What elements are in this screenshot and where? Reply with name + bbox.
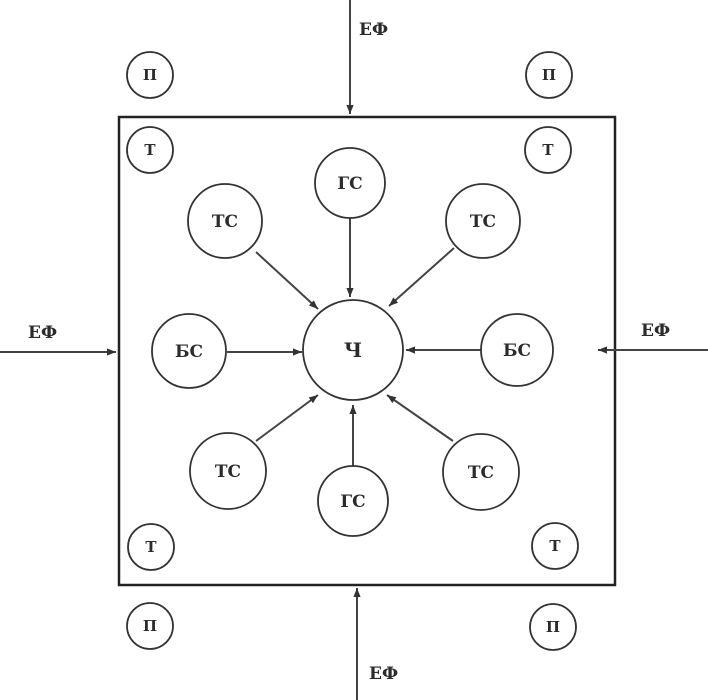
t-bottom-left-label: Т: [145, 538, 157, 556]
bs-right-node: БС: [480, 313, 554, 387]
t-bottom-right-node: Т: [531, 522, 579, 570]
p-top-left-label: П: [143, 66, 157, 84]
arrow-ts-top-left: [255, 251, 319, 310]
p-bottom-left-label: П: [143, 617, 157, 635]
bs-right-label: БС: [503, 341, 531, 361]
ts-bottom-right-label: ТС: [468, 463, 494, 483]
ts-bottom-right-node: ТС: [442, 433, 520, 511]
ts-top-left-label: ТС: [212, 212, 238, 232]
t-top-left-node: Т: [126, 126, 174, 174]
arrow-ts-bottom-left: [255, 394, 319, 442]
t-top-left-label: Т: [144, 141, 156, 159]
t-bottom-right-label: Т: [549, 537, 561, 555]
ef-left-label: ЕФ: [28, 323, 57, 343]
t-top-right-label: Т: [542, 141, 554, 159]
ts-top-left-node: ТС: [187, 183, 263, 259]
bs-left-node: БС: [151, 313, 227, 389]
p-bottom-left-node: П: [126, 602, 174, 650]
ef-top-label: ЕФ: [359, 20, 388, 40]
p-top-right-node: П: [525, 51, 573, 99]
ts-top-right-node: ТС: [445, 183, 521, 259]
p-bottom-right-label: П: [546, 618, 560, 636]
ts-bottom-left-label: ТС: [215, 462, 241, 482]
arrow-ts-top-right: [388, 247, 455, 307]
gs-top-label: ГС: [337, 174, 362, 194]
ts-top-right-label: ТС: [470, 212, 496, 232]
gs-top-node: ГС: [314, 147, 386, 219]
center-label: Ч: [344, 338, 362, 362]
p-bottom-right-node: П: [529, 603, 577, 651]
center-node: Ч: [302, 299, 404, 401]
arrow-ts-bottom-right: [386, 394, 454, 442]
ts-bottom-left-node: ТС: [189, 432, 267, 510]
gs-bottom-node: ГС: [317, 465, 389, 537]
p-top-right-label: П: [542, 66, 556, 84]
ef-bottom-label: ЕФ: [369, 664, 398, 684]
t-top-right-node: Т: [524, 126, 572, 174]
p-top-left-node: П: [126, 51, 174, 99]
t-bottom-left-node: Т: [127, 523, 175, 571]
gs-bottom-label: ГС: [340, 492, 365, 512]
bs-left-label: БС: [175, 342, 203, 362]
ef-right-label: ЕФ: [641, 321, 670, 341]
